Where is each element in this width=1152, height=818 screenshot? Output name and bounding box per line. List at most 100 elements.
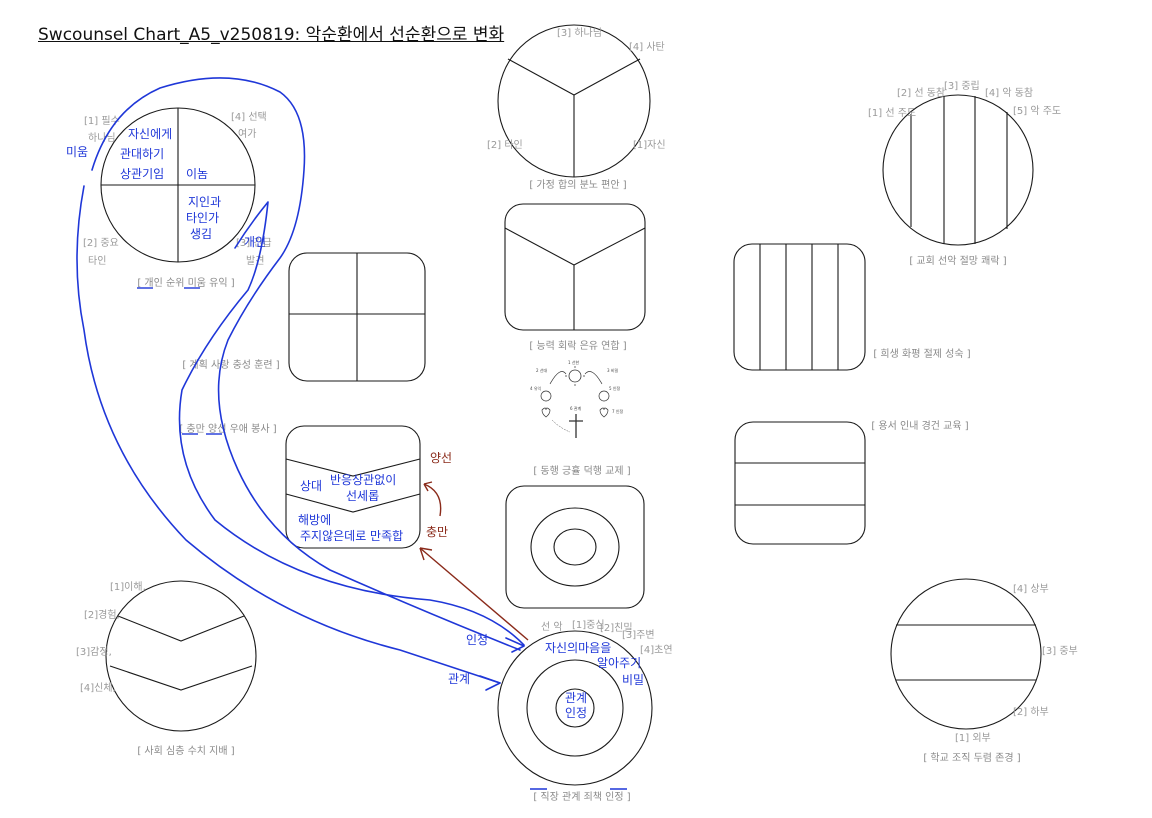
caption-ability: [ 능력 회락 은유 연합 ] xyxy=(529,340,626,352)
note-relation: 관계 xyxy=(448,672,470,686)
divider xyxy=(117,615,245,642)
caption-forgive: [ 용서 인내 경건 교육 ] xyxy=(871,419,968,432)
flow-arrow xyxy=(549,371,567,385)
annotations-blue: 미움 개인 인정 관계 xyxy=(66,77,525,691)
divider xyxy=(573,58,641,96)
caption-fullness: [ 충만 양선 우애 봉사 ] xyxy=(179,423,276,435)
heart-icon xyxy=(599,407,609,418)
square-ability xyxy=(504,203,646,331)
loop-path-outer xyxy=(91,77,521,651)
red-curve-head xyxy=(423,481,433,492)
walk-label-2: 2 선대 xyxy=(536,367,547,373)
diagram-fullness: [ 충만 양선 우애 봉사 ] 상대 반응상관없이 선세롭 해방에 주지않은데로… xyxy=(179,423,421,549)
ring-inner xyxy=(553,528,597,566)
ring-outer xyxy=(530,507,620,587)
label-lower: [2] 하부 xyxy=(1013,705,1049,718)
label-understand: [1]이해, xyxy=(110,580,146,593)
label-others: [2] 타인 xyxy=(487,139,523,151)
note-recognition: 인정 xyxy=(466,633,488,647)
note-personal-1: 자신에게 xyxy=(128,127,172,141)
note-fullness-2: 반응상관없이 xyxy=(330,473,396,487)
sun-icon xyxy=(568,369,582,383)
note-hate: 미움 xyxy=(66,145,88,159)
label-intimate: [2]친밀 xyxy=(600,622,633,634)
loop-path-middle xyxy=(178,201,525,646)
note-fullness-3: 선세롭 xyxy=(346,489,379,503)
label-good-evil: 선 악 xyxy=(541,621,563,633)
arrow-head xyxy=(479,675,501,691)
walk-label-7: 7 인정 xyxy=(612,408,623,414)
caption-family: [ 가정 합의 분노 편안 ] xyxy=(529,179,626,191)
diagram-church: [2] 선 동참 [3] 중립 [4] 악 동참 [1] 선 주도 [5] 악 … xyxy=(868,79,1061,267)
divider xyxy=(507,58,575,96)
label-evil-lead: [5] 악 주도 xyxy=(1013,105,1061,117)
note-personal-2: 관대하기 xyxy=(120,147,164,161)
diagram-family: [3] 하나님 [4] 사탄 [2] 타인 [1]자신 [ 가정 합의 분노 편… xyxy=(487,24,666,191)
diagram-target-square xyxy=(505,485,645,609)
caption-work: [ 직장 관계 죄책 인정 ] xyxy=(533,791,630,803)
note-individual: 개인 xyxy=(244,235,266,249)
label-experience: [2]경험, xyxy=(84,608,120,621)
caption-personal: [ 개인 순위 미움 유익 ] xyxy=(137,276,234,289)
note-work-1: 자신의마음을 xyxy=(545,641,611,655)
label-emotion: [3]감정, xyxy=(76,646,112,658)
red-curve xyxy=(423,483,442,517)
caption-plan: [ 계획 사랑 충성 훈련 ] xyxy=(182,358,279,371)
red-arrow-line xyxy=(419,547,529,641)
square-target xyxy=(505,485,645,609)
label-good-lead: [1] 선 주도 xyxy=(868,107,916,119)
note-work-3: 비밀 xyxy=(622,673,644,687)
diagram-plan: [ 계획 사랑 충성 훈련 ] xyxy=(182,252,426,382)
caption-church: [ 교회 선악 절망 쾌락 ] xyxy=(909,254,1006,267)
page-title: Swcounsel Chart_A5_v250819: 악순환에서 선순환으로 … xyxy=(38,25,505,45)
walk-label-1: 1 선한 xyxy=(568,359,579,365)
diagram-forgive: [ 용서 인내 경건 교육 ] xyxy=(734,419,969,545)
note-fullness-4: 해방에 xyxy=(298,513,331,527)
caption-society: [ 사회 심층 수치 지배 ] xyxy=(137,745,234,757)
label-q3-sub: 발견 xyxy=(246,255,264,267)
walk-label-6: 6 관계 xyxy=(570,405,581,411)
note-personal-4: 이놈 xyxy=(186,167,208,181)
globe-icon xyxy=(540,390,552,402)
cross-icon xyxy=(569,414,583,438)
diagram-ability: [ 능력 회락 은유 연합 ] xyxy=(504,203,646,352)
walk-label-3: 3 비밀 xyxy=(607,367,618,373)
label-neutral: [3] 중립 xyxy=(944,79,980,92)
sun-rays xyxy=(565,366,585,386)
circle-work-outer xyxy=(497,630,653,786)
label-good-join: [2] 선 동참 xyxy=(897,87,945,99)
note-fullness-5: 주지않은데로 만족합 xyxy=(300,529,403,543)
heart-icon xyxy=(541,407,551,418)
square-sacrifice xyxy=(733,243,866,371)
note-goodness: 양선 xyxy=(430,451,452,465)
divider xyxy=(504,227,646,266)
label-center: [1]중심 xyxy=(572,619,605,631)
caption-school: [ 학교 조직 두렴 존경 ] xyxy=(923,751,1020,764)
flow-arrow xyxy=(584,371,603,385)
walk-label-5: 5 인정 xyxy=(609,385,620,391)
note-personal-7: 생김 xyxy=(190,227,212,241)
diagram-school: [4] 상부 [3] 중부 [2] 하부 [1] 외부 [ 학교 조직 두렴 존… xyxy=(890,578,1078,764)
divider xyxy=(285,493,421,513)
annotations-red: 양선 충만 xyxy=(419,451,529,641)
note-fullness-1: 상대 xyxy=(300,479,322,493)
caption-sacrifice: [ 희생 화평 절제 성숙 ] xyxy=(873,347,970,360)
diagram-personal: [1] 필수 하나님 [4] 선택 여가 [2] 중요 타인 [3] 긴급 발견… xyxy=(83,107,272,289)
note-work-2: 알아주기 xyxy=(597,656,641,670)
label-god: [3] 하나님 xyxy=(557,26,602,39)
loop-path-inner xyxy=(76,185,501,684)
label-q4-sub: 여가 xyxy=(238,128,256,140)
label-q1: [1] 필수 xyxy=(84,115,120,127)
circle-work-mid xyxy=(526,659,624,757)
note-fullness: 충만 xyxy=(426,525,448,539)
square-fullness xyxy=(285,425,421,549)
diagram-sacrifice: [ 희생 화평 절제 성숙 ] xyxy=(733,243,971,371)
label-body: [4]신체, xyxy=(80,682,116,694)
label-detached: [4]초연 xyxy=(640,644,673,656)
note-work-4: 관계 xyxy=(565,691,587,705)
label-middle: [3] 중부 xyxy=(1042,645,1078,657)
circle-school xyxy=(890,578,1042,730)
note-personal-5: 지인과 xyxy=(188,195,221,209)
flow-dots xyxy=(551,419,571,433)
label-periphery: [3]주변 xyxy=(622,629,655,641)
